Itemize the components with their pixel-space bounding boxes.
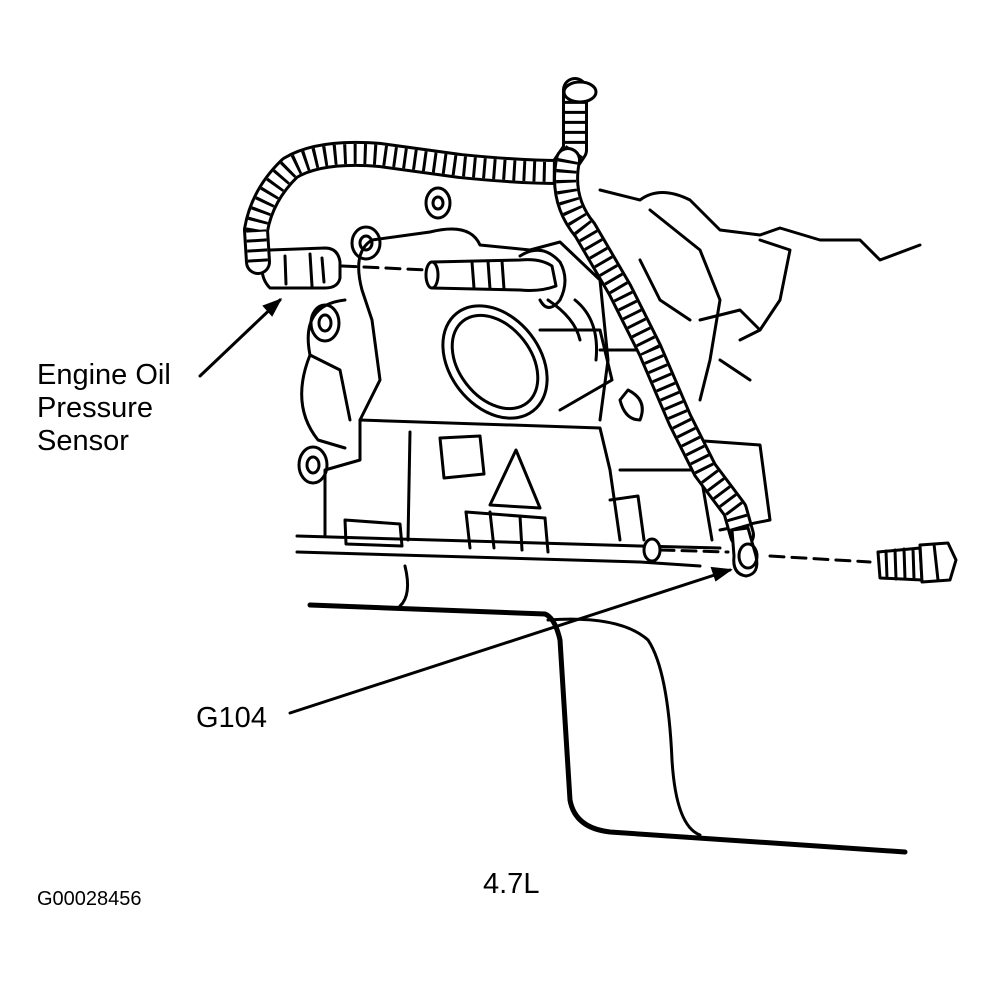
- ground-g104-assembly: [642, 526, 958, 584]
- engine-size-caption: 4.7L: [483, 868, 540, 900]
- mounting-bosses: [297, 186, 452, 485]
- oil-pan: [307, 564, 908, 855]
- ground-g104-callout: G104: [196, 702, 267, 734]
- callout-leaders: [198, 298, 733, 715]
- sensor-connector: [260, 246, 430, 290]
- callout-line-1: Engine Oil: [37, 359, 171, 391]
- figure-id: G00028456: [37, 888, 142, 910]
- oil-pressure-sensor-callout: Engine Oil Pressure Sensor: [37, 359, 171, 458]
- callout-line-3: Sensor: [37, 425, 129, 457]
- callout-line-2: Pressure: [37, 392, 154, 424]
- filter-adapter: [441, 298, 614, 420]
- oil-pressure-sensor: [424, 248, 582, 342]
- block-rail: [295, 534, 722, 568]
- wiring-harness: [243, 77, 755, 548]
- upper-engine-detail: [598, 188, 922, 422]
